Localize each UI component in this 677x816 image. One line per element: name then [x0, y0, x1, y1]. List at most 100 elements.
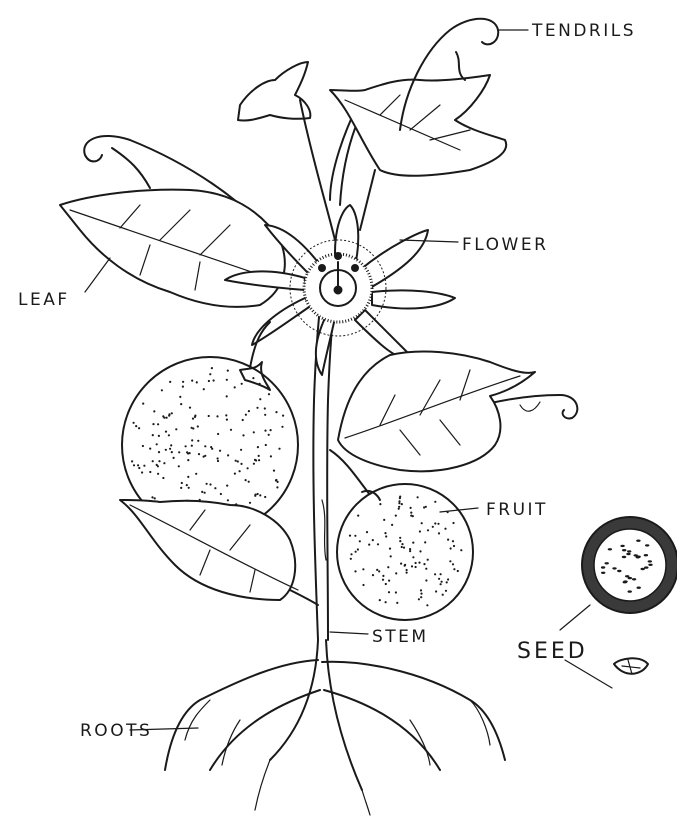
- stipple-dot: [372, 574, 374, 576]
- stipple-dot: [275, 479, 277, 481]
- stipple-dot: [247, 467, 249, 469]
- stipple-dot: [390, 555, 392, 557]
- stipple-dot: [389, 548, 391, 550]
- stipple-dot: [401, 503, 403, 505]
- stipple-dot: [350, 558, 352, 560]
- stipple-dot: [418, 562, 420, 564]
- left-leaf: [60, 190, 285, 307]
- stipple-dot: [169, 381, 171, 383]
- stipple-dot: [382, 575, 384, 577]
- stipple-dot: [452, 522, 454, 524]
- stipple-dot: [173, 457, 175, 459]
- stipple-dot: [395, 572, 397, 574]
- stipple-dot: [417, 496, 419, 498]
- stipple-dot: [258, 455, 260, 457]
- stipple-dot: [257, 493, 259, 495]
- stipple-dot: [366, 531, 368, 533]
- stipple-dot: [398, 500, 400, 502]
- stipple-dot: [178, 451, 180, 453]
- stipple-dot: [372, 539, 374, 541]
- stipple-dot: [450, 547, 452, 549]
- stipple-dot: [404, 564, 406, 566]
- stipple-dot: [427, 529, 429, 531]
- label-roots: ROOTS: [80, 721, 152, 741]
- seed-dot: [612, 567, 616, 569]
- stipple-dot: [152, 423, 154, 425]
- stipple-dot: [185, 445, 187, 447]
- label-flower: FLOWER: [462, 235, 548, 255]
- stipple-dot: [281, 426, 283, 428]
- stipple-dot: [226, 419, 228, 421]
- stipple-dot: [349, 535, 351, 537]
- stipple-dot: [257, 446, 259, 448]
- stipple-dot: [453, 568, 455, 570]
- stipple-dot: [411, 565, 413, 567]
- stipple-dot: [142, 445, 144, 447]
- stipple-dot: [270, 455, 272, 457]
- stipple-dot: [170, 444, 172, 446]
- stipple-dot: [264, 414, 266, 416]
- stipple-dot: [211, 448, 213, 450]
- stipple-dot: [240, 463, 242, 465]
- stipple-dot: [362, 568, 364, 570]
- stipple-dot: [355, 551, 357, 553]
- stipple-dot: [399, 537, 401, 539]
- stipple-dot: [277, 481, 279, 483]
- stipple-dot: [395, 591, 397, 593]
- top-leaves: [238, 62, 506, 240]
- seed-dot: [628, 590, 632, 592]
- stipple-dot: [445, 590, 447, 592]
- stipple-dot: [138, 427, 140, 429]
- stipple-dot: [181, 482, 183, 484]
- stipple-dot: [189, 407, 191, 409]
- stipple-dot: [191, 380, 193, 382]
- seed-dot: [644, 566, 648, 568]
- stipple-dot: [350, 553, 352, 555]
- stipple-dot: [446, 581, 448, 583]
- seed-dot: [636, 540, 640, 542]
- stipple-dot: [156, 443, 158, 445]
- stipple-dot: [423, 563, 425, 565]
- seed-dot: [605, 562, 609, 564]
- stipple-dot: [399, 496, 401, 498]
- stipple-dot: [254, 459, 256, 461]
- stipple-dot: [158, 435, 160, 437]
- stipple-dot: [258, 459, 260, 461]
- stipple-dot: [409, 550, 411, 552]
- stipple-dot: [138, 467, 140, 469]
- stipple-dot: [248, 410, 250, 412]
- stipple-dot: [252, 377, 254, 379]
- stipple-dot: [441, 581, 443, 583]
- stipple-dot: [447, 539, 449, 541]
- stipple-dot: [182, 381, 184, 383]
- stipple-dot: [230, 429, 232, 431]
- stipple-dot: [368, 544, 370, 546]
- seed-dot: [648, 560, 652, 562]
- stipple-dot: [182, 386, 184, 388]
- seed-dot: [645, 544, 649, 546]
- stipple-dot: [235, 460, 237, 462]
- seed-dot: [627, 550, 631, 552]
- stipple-dot: [169, 448, 171, 450]
- stipple-dot: [165, 449, 167, 451]
- stipple-dot: [137, 464, 139, 466]
- stipple-dot: [419, 550, 421, 552]
- stipple-dot: [153, 410, 155, 412]
- stipple-dot: [265, 444, 267, 446]
- stipple-dot: [211, 367, 213, 369]
- stipple-dot: [253, 431, 255, 433]
- stipple-dot: [194, 415, 196, 417]
- stipple-dot: [219, 450, 221, 452]
- seed-dot: [626, 553, 630, 555]
- seed-dot: [608, 548, 612, 550]
- stipple-dot: [158, 451, 160, 453]
- stipple-dot: [204, 445, 206, 447]
- stipple-dot: [434, 501, 436, 503]
- seed-dot: [623, 580, 627, 582]
- stipple-dot: [191, 427, 193, 429]
- stipple-dot: [168, 415, 170, 417]
- stipple-dot: [241, 383, 243, 385]
- stipple-dot: [198, 453, 200, 455]
- stipple-dot: [192, 418, 194, 420]
